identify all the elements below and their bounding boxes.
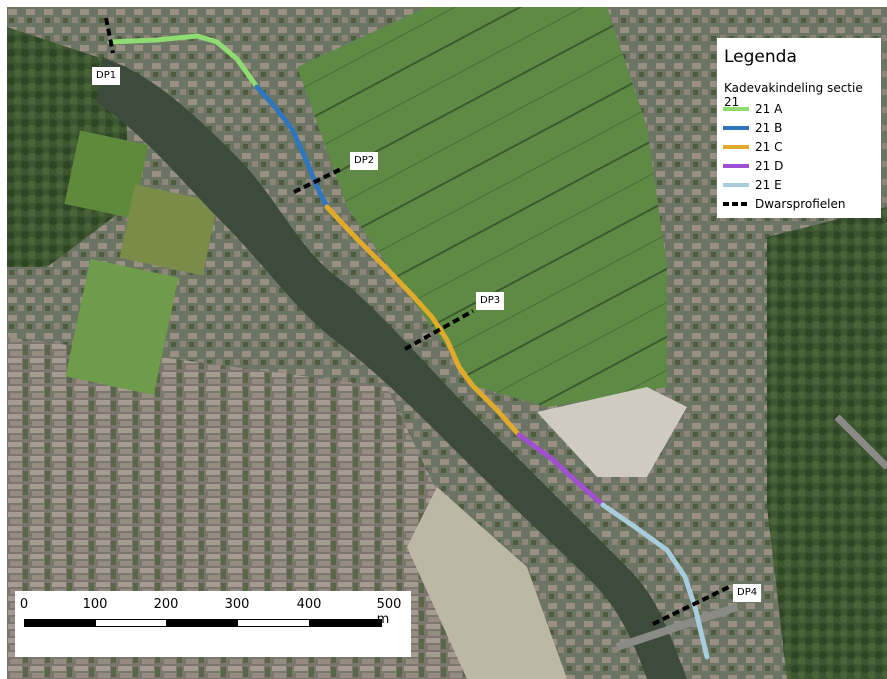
legend-swatch	[723, 202, 749, 206]
legend-item-label: 21 B	[755, 121, 783, 135]
section-21b-line	[254, 84, 330, 210]
legend-item-label: 21 D	[755, 159, 784, 173]
scale-tick-label: 200	[153, 597, 179, 612]
legend-swatch	[723, 126, 749, 130]
sports-field	[65, 258, 179, 396]
scale-segment	[237, 619, 310, 627]
legend-item-21c: 21 C	[723, 139, 782, 155]
legend-item-21a: 21 A	[723, 101, 782, 117]
sports-field	[64, 130, 149, 219]
east-green	[767, 207, 887, 679]
polder-meadows	[297, 7, 667, 407]
legend-item-21b: 21 B	[723, 120, 782, 136]
label-dp3: DP3	[476, 292, 505, 310]
legend-item-label: 21 E	[755, 178, 782, 192]
legend-swatch	[723, 145, 749, 149]
scale-bar: 0 100 200 300 400 500 m	[15, 591, 411, 657]
scale-segment	[309, 619, 382, 627]
label-dp1: DP1	[92, 67, 121, 85]
legend-swatch	[723, 164, 749, 168]
sports-field	[119, 184, 219, 276]
legend-item-21e: 21 E	[723, 177, 782, 193]
section-21d-line	[516, 432, 606, 508]
scale-tick-label: 100	[82, 597, 108, 612]
legend-item-label: 21 C	[755, 140, 783, 154]
scale-segment	[95, 619, 167, 627]
legend-swatch	[723, 183, 749, 187]
bridge	[615, 603, 739, 651]
cross-profile-line-dp1	[104, 17, 115, 54]
label-dp2: DP2	[350, 152, 379, 170]
legend-swatch	[723, 107, 749, 111]
scale-segment	[166, 619, 238, 627]
legend-subtitle: Kadevakindeling sectie 21	[724, 81, 863, 109]
legend-title: Legenda	[724, 47, 797, 67]
scale-tick-label: 300	[224, 597, 250, 612]
cross-profile-line-dp4	[652, 585, 730, 626]
section-21c-line	[324, 204, 522, 438]
legend-item-21d: 21 D	[723, 158, 783, 174]
legend-item-label: Dwarsprofielen	[755, 197, 846, 211]
construction-site	[407, 487, 567, 679]
scale-tick-label: 400	[296, 597, 322, 612]
cross-profile-line-dp2	[293, 166, 344, 194]
scale-tick-label: 0	[19, 597, 29, 612]
label-dp4: DP4	[733, 584, 762, 602]
cross-profile-line-dp3	[404, 309, 474, 351]
section-21a-line	[107, 33, 260, 90]
bridge	[834, 414, 887, 470]
scale-segment	[24, 619, 96, 627]
construction-site	[537, 387, 687, 477]
river	[97, 57, 687, 679]
legend-item-dwarsprofielen: Dwarsprofielen	[723, 196, 846, 212]
legend: Legenda Kadevakindeling sectie 21 21 A 2…	[717, 38, 881, 218]
legend-item-label: 21 A	[755, 102, 783, 116]
section-21e-line	[600, 502, 710, 660]
